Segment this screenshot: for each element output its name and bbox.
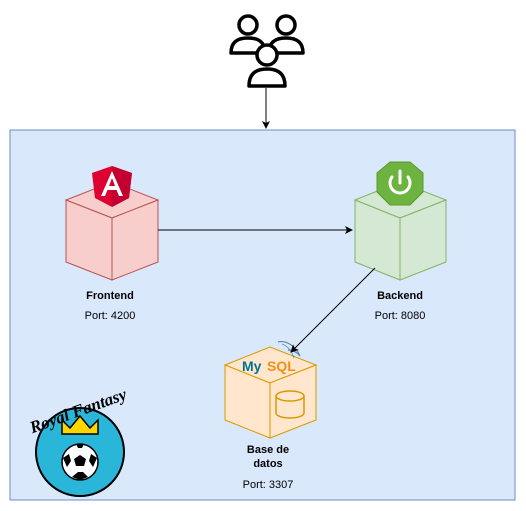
users-icon (229, 14, 305, 88)
mysql-logo-my: My (242, 358, 262, 374)
frontend-label: Frontend (86, 290, 134, 302)
database-cylinder-icon (275, 390, 305, 419)
backend-port: Port: 8080 (375, 310, 426, 322)
edge-backend-to-database (290, 267, 376, 353)
mysql-logo-sql: SQL (267, 358, 296, 374)
database-label-line1: Base de (247, 444, 289, 456)
soccer-ball-icon (61, 443, 99, 481)
frontend-port: Port: 4200 (85, 310, 136, 322)
database-port: Port: 3307 (243, 479, 294, 491)
database-node[interactable] (223, 346, 318, 439)
spring-icon (376, 161, 424, 206)
backend-label: Backend (377, 290, 423, 302)
mysql-icon: My SQL (242, 341, 301, 374)
crown-icon (61, 414, 99, 435)
database-label-line2: datos (253, 458, 282, 470)
angular-icon (92, 166, 132, 207)
